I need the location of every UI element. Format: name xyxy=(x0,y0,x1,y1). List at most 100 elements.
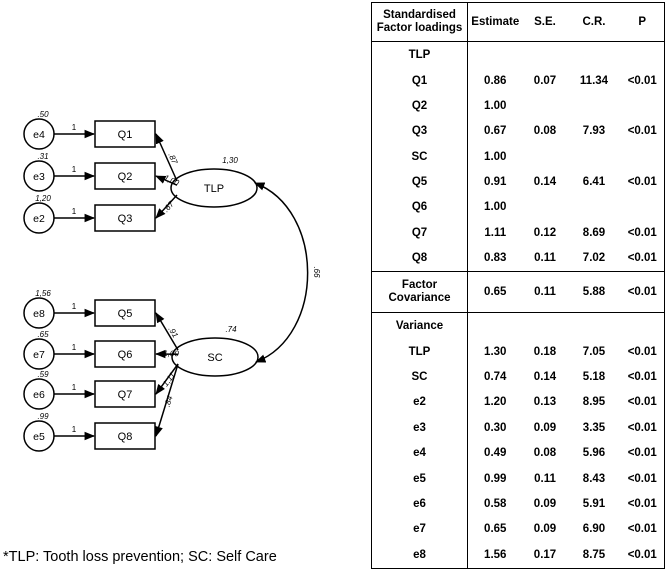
cell-estimate: 0.67 xyxy=(484,125,507,138)
error-e5-label: e5 xyxy=(33,431,45,443)
loading-q5-coef: .91 xyxy=(166,325,179,339)
error-e6-variance: .59 xyxy=(37,370,49,379)
header-factor-loadings-line2: Factor loadings xyxy=(376,22,463,34)
cell-p: <0.01 xyxy=(627,175,657,188)
row-label: SC xyxy=(371,143,468,170)
cell-p: <0.01 xyxy=(627,523,657,536)
row-label: Q5 xyxy=(371,169,468,195)
cell-p: <0.01 xyxy=(627,371,657,384)
table-row: Q6 1.00 xyxy=(371,194,665,220)
row-label: Q8 xyxy=(371,245,468,272)
cell-se: 0.08 xyxy=(533,447,557,460)
error-e2-label: e2 xyxy=(33,213,45,225)
path-diagram: TLP1,30SC.74Q1e4.501.87Q2e3.3111,00Q3e21… xyxy=(23,110,321,452)
cell-cr: 5.96 xyxy=(582,447,606,460)
covariance-path xyxy=(254,182,309,363)
cell-p: <0.01 xyxy=(627,252,657,265)
loading-path-q1 xyxy=(155,133,178,182)
cell-se: 0.13 xyxy=(533,396,557,409)
error-e4-variance: .50 xyxy=(37,110,49,119)
table-row: SC 0.74 0.14 5.18 <0.01 xyxy=(371,364,665,390)
indicator-q6 xyxy=(94,340,156,368)
error-path-e3-coef: 1 xyxy=(72,165,77,174)
cell-cr: 6.90 xyxy=(582,523,606,536)
cell-se xyxy=(523,144,568,169)
cell-se xyxy=(522,312,568,340)
indicator-q3 xyxy=(94,204,156,232)
header-se: S.E. xyxy=(522,2,568,42)
loading-path-q3 xyxy=(155,194,178,219)
cell-se: 0.11 xyxy=(522,271,568,313)
error-path-e6-coef: 1 xyxy=(72,383,77,392)
cell-cr xyxy=(568,42,621,68)
row-label-line: Factor xyxy=(401,279,438,292)
cell-estimate: 1.00 xyxy=(484,201,507,214)
cell-estimate xyxy=(467,312,523,340)
cell-p xyxy=(621,195,665,220)
cell-cr: 5.18 xyxy=(582,371,606,384)
error-path-e2-coef: 1 xyxy=(72,207,77,216)
error-path-e4-coef: 1 xyxy=(72,123,77,132)
cell-cr: 8.69 xyxy=(582,226,606,239)
error-e8-label: e8 xyxy=(33,308,45,320)
cell-estimate: 1.56 xyxy=(484,548,507,561)
cell-p: <0.01 xyxy=(627,125,657,138)
cell-se: 0.17 xyxy=(533,548,557,561)
row-label: SC xyxy=(371,364,468,390)
cell-se: 0.08 xyxy=(533,125,557,138)
row-label: e3 xyxy=(371,415,468,441)
cell-estimate: 0.65 xyxy=(484,523,507,536)
loading-path-q7 xyxy=(155,363,179,395)
header-estimate: Estimate xyxy=(467,2,523,42)
latent-tlp-label: TLP xyxy=(204,183,224,195)
latent-sc-variance: .74 xyxy=(225,325,237,334)
cell-estimate: 0.49 xyxy=(484,447,507,460)
cell-se: 0.11 xyxy=(534,472,556,485)
cell-se: 0.14 xyxy=(533,371,557,384)
cell-estimate: 0.91 xyxy=(484,175,507,188)
cell-estimate: 0.86 xyxy=(484,74,507,87)
row-label: Q6 xyxy=(371,194,468,220)
cell-p: <0.01 xyxy=(627,396,657,409)
latent-sc-label: SC xyxy=(207,352,222,364)
header-factor-loadings-line1: Standardised xyxy=(383,9,456,21)
loading-path-q5 xyxy=(155,312,179,351)
cell-se: 0.12 xyxy=(533,226,557,239)
cell-cr: 11.34 xyxy=(579,74,609,87)
cell-p: <0.01 xyxy=(627,472,657,485)
cell-estimate: 1.00 xyxy=(484,99,507,112)
cell-cr: 6.41 xyxy=(582,175,606,188)
cell-estimate: 0.74 xyxy=(484,371,507,384)
error-path-e8-coef: 1 xyxy=(72,302,77,311)
error-e3-label: e3 xyxy=(33,171,45,183)
cell-se xyxy=(523,195,568,220)
cell-cr: 8.43 xyxy=(582,472,606,485)
indicator-q3-label: Q3 xyxy=(118,213,133,225)
cell-estimate: 0.99 xyxy=(484,472,507,485)
cell-cr xyxy=(568,93,621,118)
cell-estimate: 1.20 xyxy=(484,396,507,409)
cell-se: 0.07 xyxy=(533,74,557,87)
row-label: e4 xyxy=(371,440,468,466)
indicator-q8-label: Q8 xyxy=(118,431,133,443)
cell-cr: 7.02 xyxy=(582,252,606,265)
indicator-q1 xyxy=(94,120,156,148)
row-label: Q7 xyxy=(371,219,468,246)
cell-p: <0.01 xyxy=(627,345,657,358)
header-cr: C.R. xyxy=(567,2,621,42)
cell-cr: 8.75 xyxy=(582,548,606,561)
row-label: e6 xyxy=(371,491,468,517)
error-e7-label: e7 xyxy=(33,349,45,361)
indicator-q2 xyxy=(94,162,156,190)
cell-p: <0.01 xyxy=(627,74,657,87)
cell-cr: 7.93 xyxy=(582,125,606,138)
